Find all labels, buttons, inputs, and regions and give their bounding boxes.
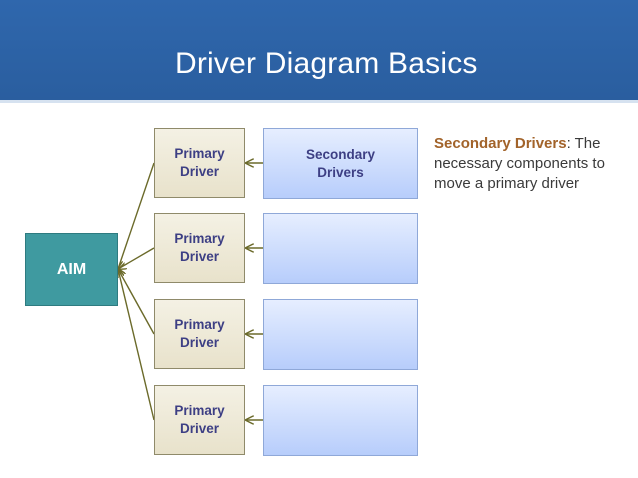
primary-driver-box-4: Primary Driver (154, 385, 245, 455)
primary-driver-label: Primary Driver (174, 146, 225, 179)
secondary-driver-box-4 (263, 385, 418, 456)
primary-driver-box-3: Primary Driver (154, 299, 245, 369)
connector-aim-primary-1 (118, 162, 155, 269)
secondary-drivers-description: Secondary Drivers: The necessary compone… (434, 134, 634, 194)
connector-aim-primary-2 (118, 247, 155, 269)
primary-driver-label: Primary Driver (174, 231, 225, 264)
secondary-driver-box-1: Secondary Drivers (263, 128, 418, 199)
primary-driver-box-1: Primary Driver (154, 128, 245, 198)
primary-driver-box-2: Primary Driver (154, 213, 245, 283)
connector-aim-primary-3 (118, 269, 155, 335)
primary-driver-label: Primary Driver (174, 403, 225, 436)
primary-driver-label: Primary Driver (174, 317, 225, 350)
description-term: Secondary Drivers (434, 135, 567, 152)
connector-aim-primary-4 (118, 269, 155, 421)
secondary-driver-box-2 (263, 213, 418, 284)
secondary-driver-label: Secondary Drivers (305, 146, 376, 180)
aim-box: AIM (25, 233, 118, 306)
slide-title: Driver Diagram Basics (175, 47, 478, 80)
aim-label: AIM (56, 260, 87, 278)
slide-header: Driver Diagram Basics (0, 0, 638, 103)
secondary-driver-box-3 (263, 299, 418, 370)
description-text: : The necessary components to move a pri… (434, 135, 605, 192)
